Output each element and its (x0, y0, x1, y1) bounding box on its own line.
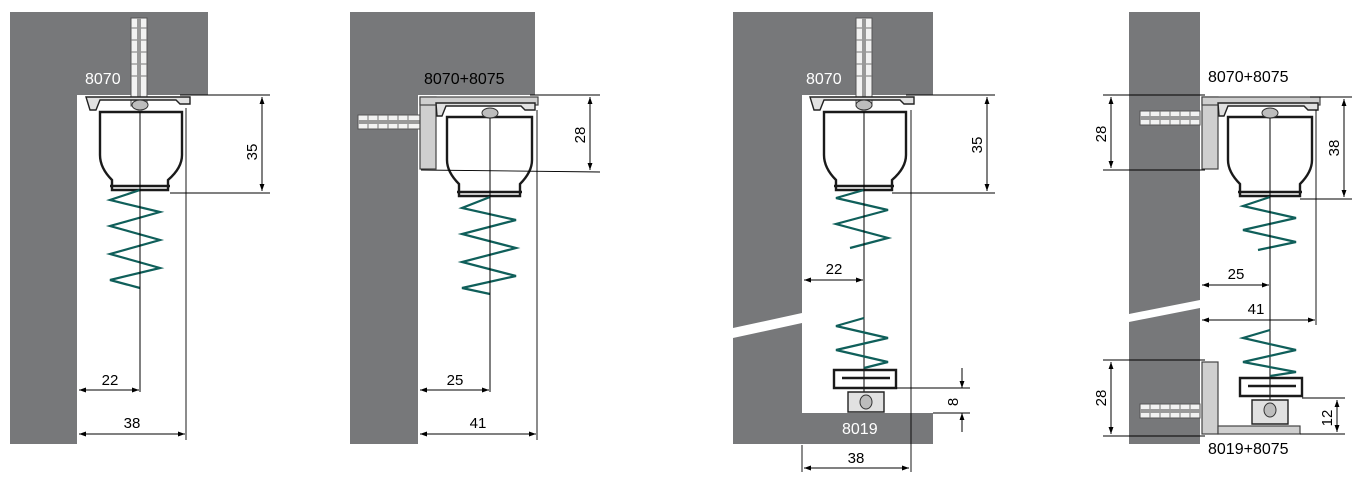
wall-ceiling (10, 12, 208, 444)
spring-bottom (835, 316, 889, 370)
screw-dowel-top (1139, 110, 1201, 126)
spring (105, 188, 165, 290)
wall-bracket-bottom (1201, 361, 1301, 435)
dim-left-bottom-label: 28 (1093, 390, 1110, 407)
dim-offset-label: 22 (102, 372, 119, 389)
screw-dowel (357, 114, 429, 130)
dim-height-label: 35 (969, 137, 986, 154)
spring-bottom (1238, 328, 1297, 378)
dim-bottom-label: 8 (945, 398, 962, 406)
dim-left-top-label: 28 (1093, 126, 1110, 143)
spring (457, 195, 521, 296)
bottom-label: 8019 (842, 421, 878, 438)
rail-profile (85, 96, 191, 192)
rail-profile (809, 96, 915, 192)
wall-ceiling (1129, 12, 1200, 314)
wall-ceiling (733, 12, 933, 328)
wall-bracket-top (1201, 96, 1321, 170)
product-label: 8070+8075 (424, 71, 505, 88)
wall-bracket (419, 96, 539, 170)
dim-width-label: 38 (124, 415, 141, 432)
dim-offset-label: 25 (447, 372, 464, 389)
diagram-3: 8070 8019 35 22 8 38 (733, 12, 995, 472)
dim-height-label: 28 (572, 127, 589, 144)
spring-top (831, 188, 893, 250)
product-label: 8070 (806, 71, 842, 88)
screw-dowel (130, 17, 148, 107)
diagram-1: 8070 35 22 38 (10, 12, 270, 444)
bottom-rail-profile (832, 368, 898, 413)
product-label: 8070+8075 (1208, 69, 1289, 86)
dim-offset-label: 22 (826, 261, 843, 278)
dim-height-label: 35 (244, 144, 261, 161)
product-label: 8070 (85, 71, 121, 88)
wall-lower (1129, 308, 1200, 444)
rail-profile (435, 102, 536, 198)
dim-offset-label: 25 (1228, 266, 1245, 283)
diagram-2: 8070+8075 28 25 41 (350, 12, 601, 444)
dim-width-label: 38 (848, 450, 865, 467)
dim-height-label: 38 (1326, 140, 1343, 157)
dim-width-label: 41 (470, 415, 487, 432)
dim-width-label: 41 (1248, 301, 1265, 318)
bottom-rail-profile (1238, 376, 1304, 425)
screw-dowel-bottom (1139, 403, 1201, 419)
wall-lower (733, 323, 933, 444)
diagram-4: 8070+8075 8019+8075 (1093, 12, 1352, 458)
screw-dowel (855, 17, 873, 107)
bottom-label: 8019+8075 (1208, 441, 1289, 458)
rail-profile (1217, 102, 1319, 198)
dim-bottom-label: 12 (1319, 410, 1336, 427)
